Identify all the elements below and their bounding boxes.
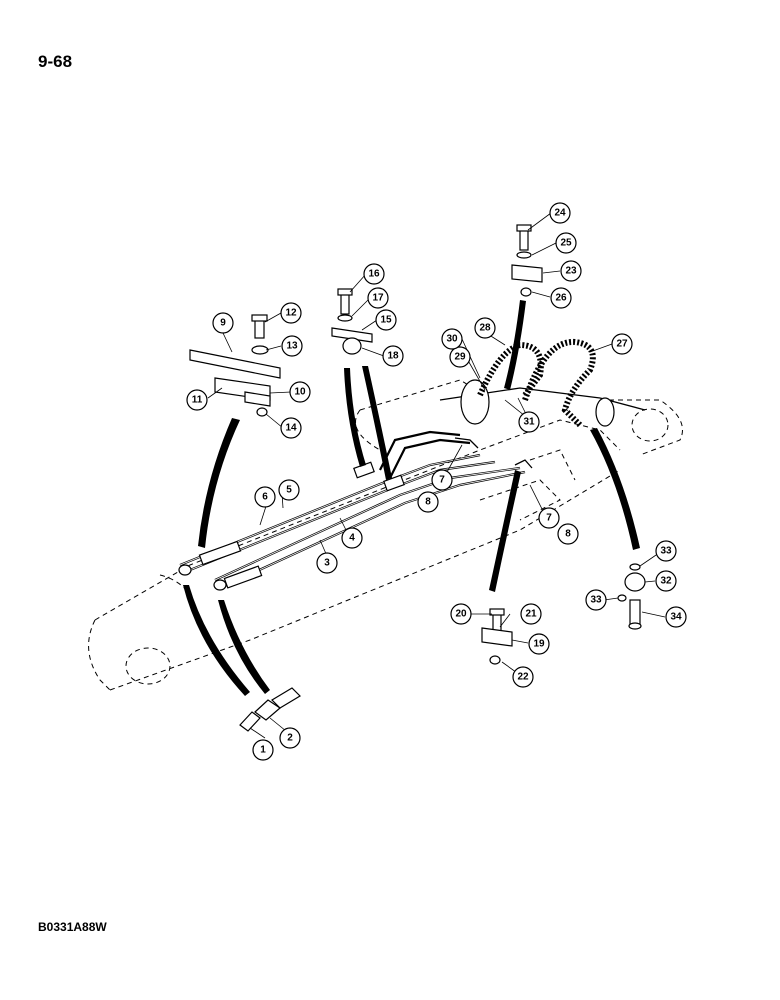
callout: 24 — [549, 202, 571, 224]
callout: 5 — [278, 479, 300, 501]
callout: 1 — [252, 739, 274, 761]
callout: 8 — [557, 523, 579, 545]
cylinder — [439, 379, 646, 427]
hoses — [477, 338, 596, 428]
callout: 17 — [367, 287, 389, 309]
callout-label: 28 — [479, 323, 491, 334]
callout: 21 — [520, 603, 542, 625]
callout: 22 — [512, 666, 534, 688]
callout-label: 1 — [260, 745, 266, 756]
callout: 13 — [281, 335, 303, 357]
callout: 7 — [538, 507, 560, 529]
callout-label: 4 — [349, 533, 355, 544]
callout-label: 25 — [560, 238, 572, 249]
callout-label: 29 — [454, 352, 466, 363]
callout-label: 8 — [425, 497, 431, 508]
callout-label: 26 — [555, 293, 567, 304]
callout: 3 — [316, 552, 338, 574]
clamp-assembly-lower — [481, 608, 513, 665]
callout-label: 33 — [590, 595, 602, 606]
callout: 31 — [518, 411, 540, 433]
callout-label: 19 — [533, 639, 545, 650]
callout-label: 7 — [439, 475, 445, 486]
clamp-assembly-upper-right — [511, 224, 543, 297]
tube-bundle — [178, 430, 533, 591]
callout: 25 — [555, 232, 577, 254]
callout: 14 — [280, 417, 302, 439]
callout: 34 — [665, 606, 687, 628]
page-number: 9-68 — [38, 52, 73, 71]
callout: 33 — [585, 589, 607, 611]
callout-label: 5 — [286, 485, 292, 496]
callout: 6 — [254, 486, 276, 508]
figure-code: B0331A88W — [38, 920, 107, 934]
callout: 12 — [280, 302, 302, 324]
clamp-assembly-upper-left — [189, 314, 281, 417]
callout-label: 10 — [294, 387, 306, 398]
callout: 19 — [528, 633, 550, 655]
callout-label: 30 — [446, 334, 458, 345]
callout-label: 15 — [380, 315, 392, 326]
callout: 10 — [289, 381, 311, 403]
callout: 28 — [474, 317, 496, 339]
callout-label: 27 — [616, 339, 628, 350]
callout: 29 — [449, 346, 471, 368]
callout: 9 — [212, 312, 234, 334]
callout-label: 2 — [287, 733, 293, 744]
callout-label: 32 — [660, 576, 672, 587]
callout-label: 7 — [546, 513, 552, 524]
callout-label: 18 — [387, 351, 399, 362]
callout: 27 — [611, 333, 633, 355]
callout-label: 9 — [220, 318, 226, 329]
callout-label: 21 — [525, 609, 537, 620]
boom-outline — [88, 379, 683, 691]
callout-label: 16 — [368, 269, 380, 280]
callout-label: 24 — [554, 208, 566, 219]
callout-label: 6 — [262, 492, 268, 503]
callout-label: 11 — [192, 395, 203, 406]
callout: 30 — [441, 328, 463, 350]
callout-label: 31 — [523, 417, 535, 428]
callout-label: 3 — [324, 558, 330, 569]
callout: 33 — [655, 540, 677, 562]
leader-bands — [183, 300, 640, 696]
callout: 15 — [375, 309, 397, 331]
callout-label: 20 — [455, 609, 467, 620]
callout: 4 — [341, 527, 363, 549]
callout-label: 22 — [517, 672, 529, 683]
callout: 7 — [431, 469, 453, 491]
callout: 20 — [450, 603, 472, 625]
callout: 18 — [382, 345, 404, 367]
coupling-fittings — [239, 687, 301, 732]
callout-label: 34 — [670, 612, 682, 623]
swivel-fitting-assembly — [617, 563, 646, 630]
callout: 23 — [560, 260, 582, 282]
callout-label: 33 — [660, 546, 672, 557]
callout: 11 — [186, 389, 208, 411]
callout-label: 12 — [285, 308, 297, 319]
callout-label: 14 — [285, 423, 297, 434]
callout: 16 — [363, 263, 385, 285]
clamp-assembly-upper-mid — [331, 288, 373, 355]
callout-label: 23 — [565, 266, 577, 277]
callout-label: 17 — [372, 293, 384, 304]
callout: 32 — [655, 570, 677, 592]
callout: 2 — [279, 727, 301, 749]
callout: 26 — [550, 287, 572, 309]
callout-label: 13 — [286, 341, 298, 352]
callout-label: 8 — [565, 529, 571, 540]
callout: 8 — [417, 491, 439, 513]
